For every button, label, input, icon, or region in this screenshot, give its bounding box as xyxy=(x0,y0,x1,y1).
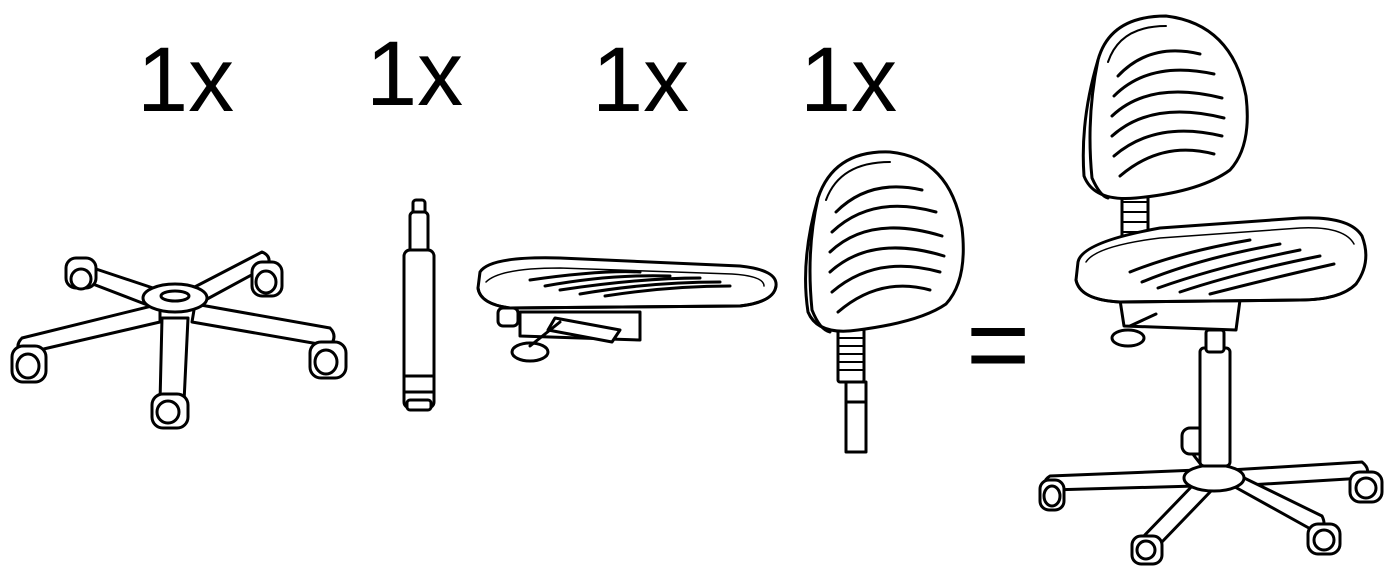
gas-cylinder-icon xyxy=(404,200,434,410)
assembled-chair-icon xyxy=(1040,16,1382,564)
backrest-icon xyxy=(806,152,964,452)
seat-mechanism-icon xyxy=(478,258,776,361)
star-base-icon xyxy=(12,252,346,428)
